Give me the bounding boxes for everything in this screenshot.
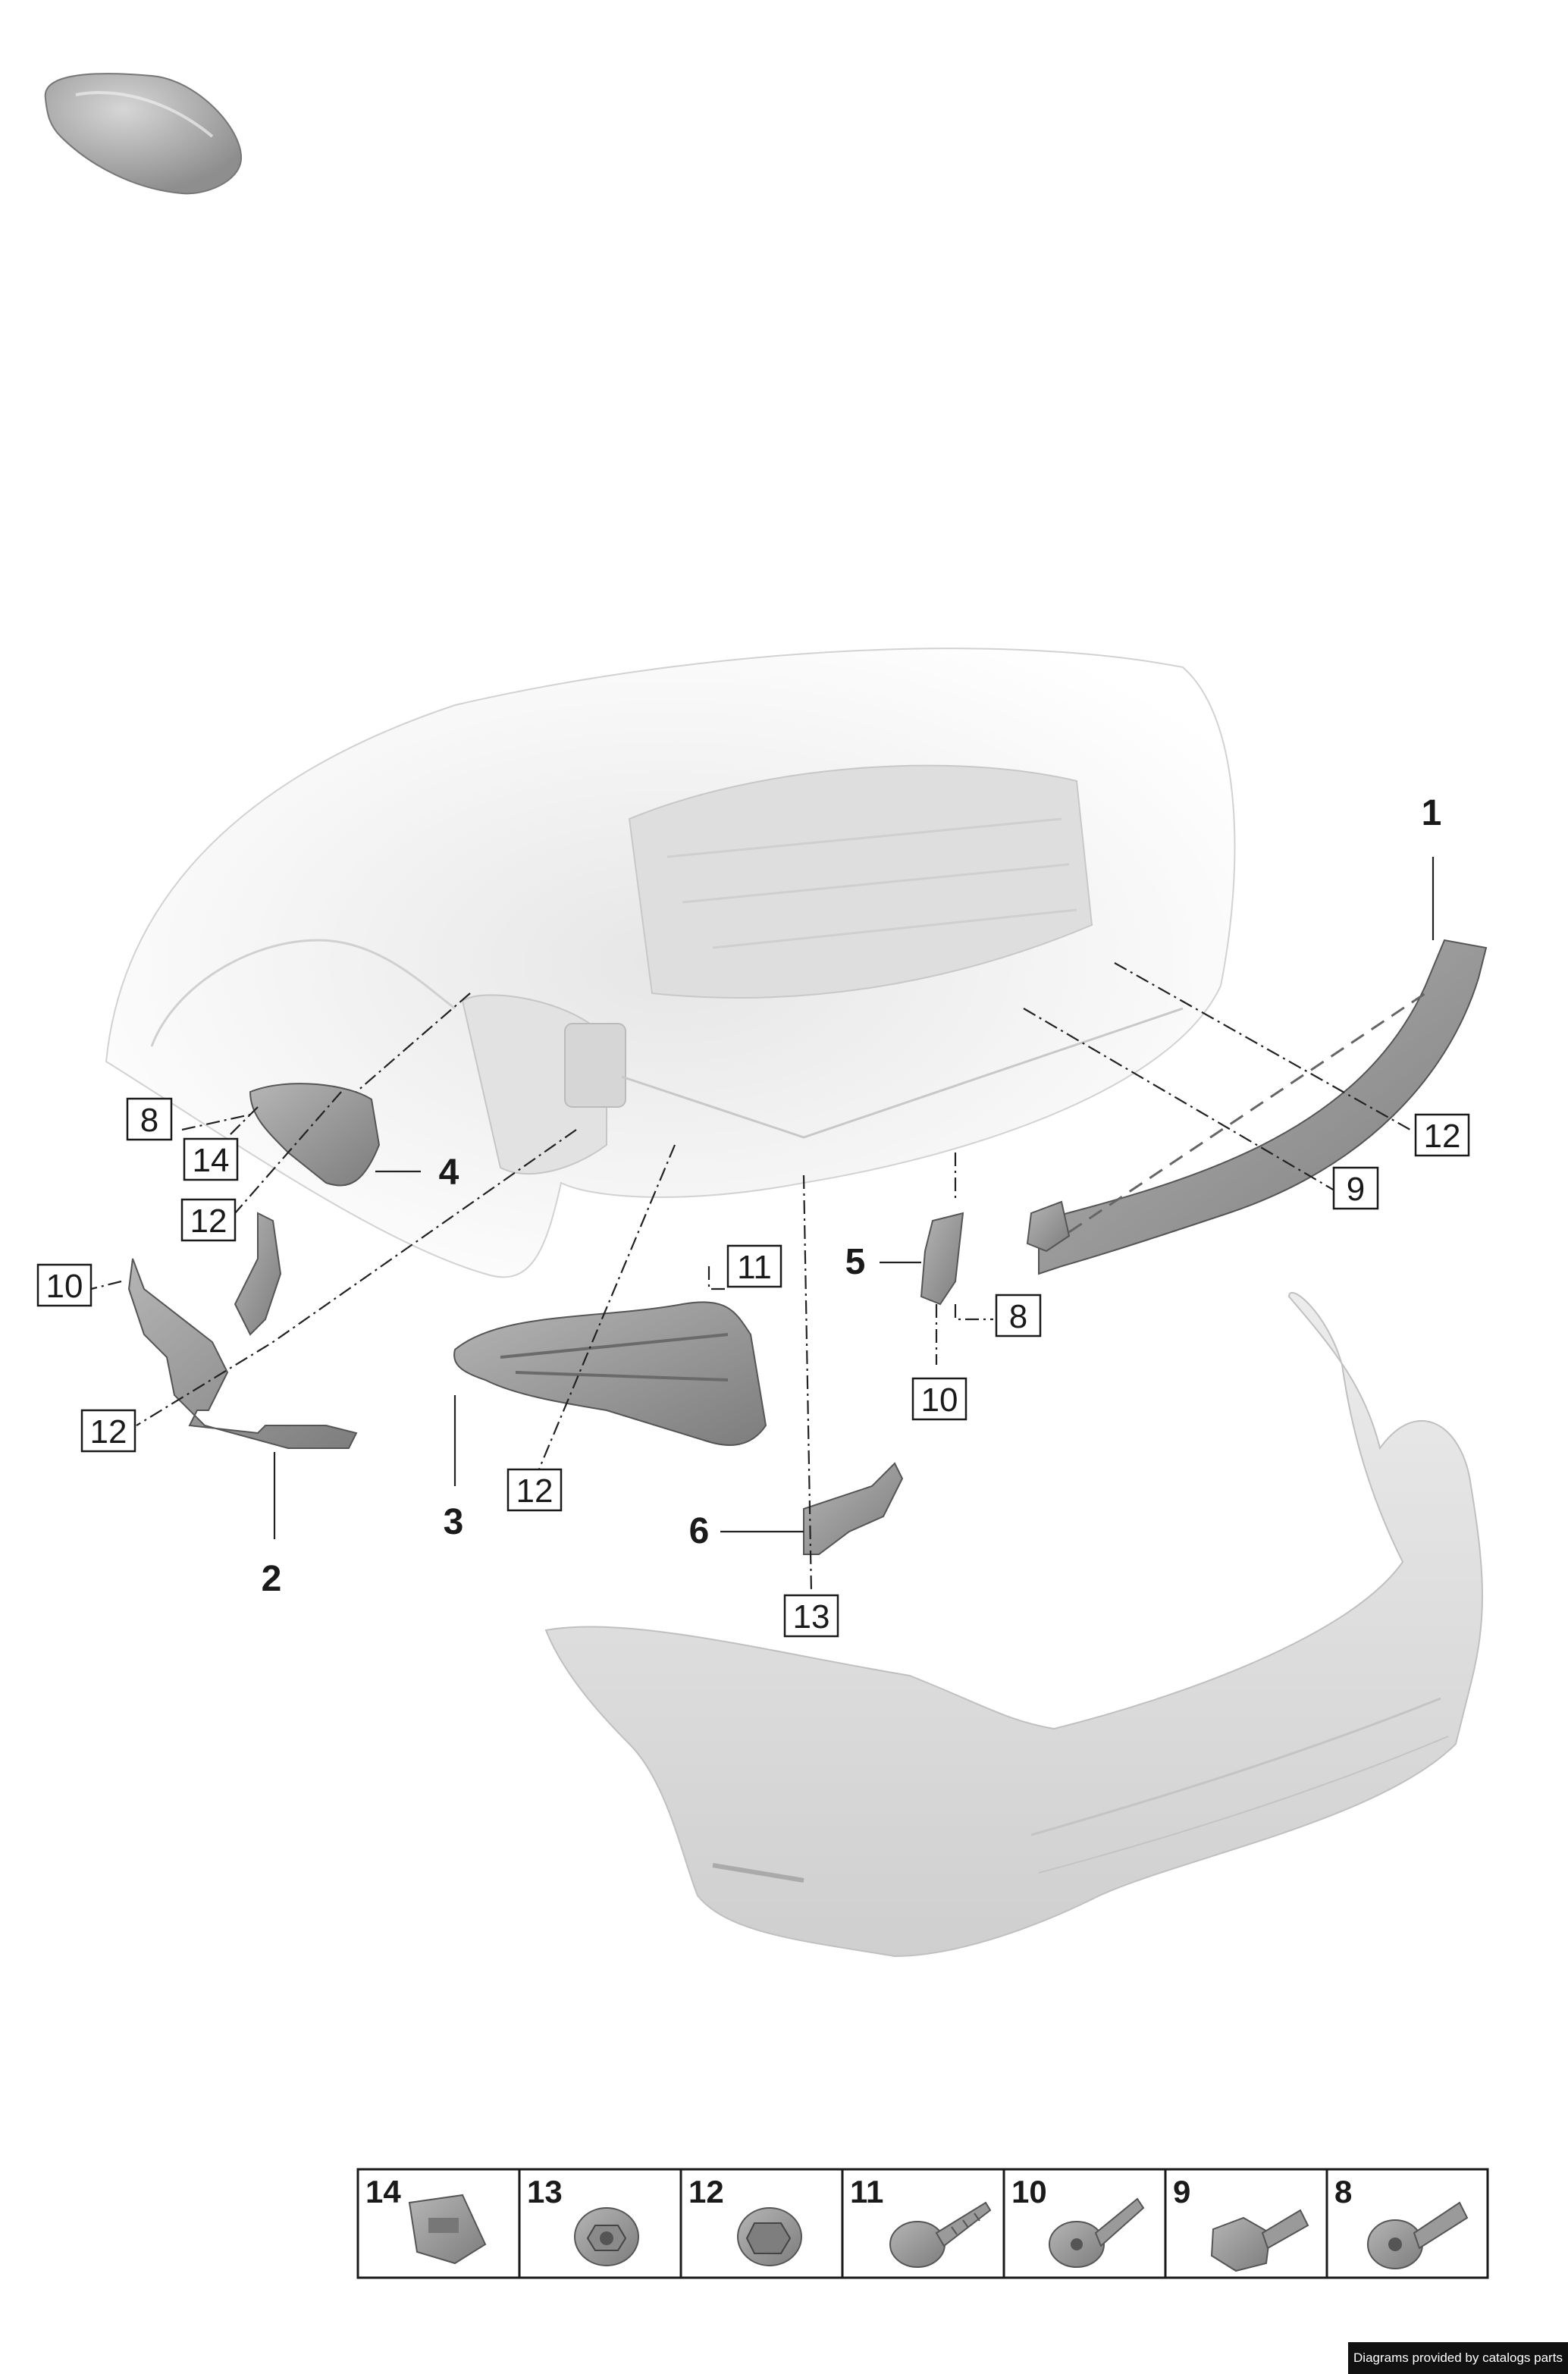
part-4-guide-bracket xyxy=(249,1083,381,1187)
ref-box-13: 13 xyxy=(783,1594,839,1638)
legend-cell-8: 8 xyxy=(1334,2174,1469,2269)
svg-text:12: 12 xyxy=(688,2174,724,2209)
callout-part-4: 4 xyxy=(439,1153,459,1193)
part-9-bracket xyxy=(1026,1200,1071,1253)
fastener-legend: 14 13 12 11 xyxy=(356,2168,1489,2279)
svg-text:9: 9 xyxy=(1173,2174,1190,2209)
tapping-screw-icon xyxy=(889,2201,992,2268)
ref-box-12-left-lower: 12 xyxy=(80,1409,136,1453)
rear-body-structure xyxy=(105,648,1236,1278)
hex-bolt-icon xyxy=(1210,2209,1309,2272)
leader-lines xyxy=(90,857,1435,1593)
ref-box-8-left: 8 xyxy=(126,1097,173,1141)
legend-cell-13: 13 xyxy=(527,2174,639,2266)
ref-box-11: 11 xyxy=(726,1244,782,1288)
svg-text:9: 9 xyxy=(1347,1171,1365,1208)
ref-box-12-right: 12 xyxy=(1414,1113,1470,1157)
svg-text:8: 8 xyxy=(1334,2174,1352,2209)
svg-text:13: 13 xyxy=(527,2174,563,2209)
svg-text:10: 10 xyxy=(46,1268,83,1305)
legend-cell-10: 10 xyxy=(1011,2174,1145,2268)
svg-text:13: 13 xyxy=(793,1598,830,1635)
rear-bumper-cover xyxy=(544,1291,1483,1958)
svg-text:8: 8 xyxy=(140,1102,158,1139)
svg-text:11: 11 xyxy=(850,2174,883,2209)
callout-part-6: 6 xyxy=(689,1511,710,1551)
torx-bolt-icon xyxy=(1367,2201,1469,2269)
part-6-bracket xyxy=(803,1462,904,1555)
svg-text:10: 10 xyxy=(921,1381,958,1419)
ref-box-14: 14 xyxy=(183,1137,239,1181)
svg-text:11: 11 xyxy=(737,1249,772,1286)
callout-part-5: 5 xyxy=(845,1242,866,1282)
credit-label: Diagrams provided by catalogs parts xyxy=(1348,2342,1568,2374)
ref-box-10-left: 10 xyxy=(36,1263,93,1307)
clip-nut-icon xyxy=(408,2194,487,2265)
svg-text:8: 8 xyxy=(1009,1298,1027,1335)
ref-box-12-left-upper: 12 xyxy=(180,1198,237,1242)
svg-text:14: 14 xyxy=(365,2174,401,2209)
svg-text:14: 14 xyxy=(193,1142,230,1179)
callout-part-3: 3 xyxy=(444,1502,464,1542)
flange-nut-icon xyxy=(574,2207,639,2266)
part-3-lower-bracket xyxy=(453,1301,767,1446)
svg-text:12: 12 xyxy=(90,1413,127,1450)
ref-box-8-right: 8 xyxy=(995,1294,1042,1338)
part-1-upper-carrier xyxy=(1038,939,1488,1275)
ref-box-12-center: 12 xyxy=(506,1468,563,1512)
torx-screw-icon xyxy=(1049,2197,1145,2268)
ref-box-10-right: 10 xyxy=(911,1377,967,1421)
svg-text:12: 12 xyxy=(190,1203,227,1240)
legend-cell-12: 12 xyxy=(688,2174,802,2266)
car-thumbnail-icon xyxy=(44,73,243,195)
part-5-bracket xyxy=(920,1212,964,1306)
svg-text:12: 12 xyxy=(1424,1118,1461,1155)
hex-flange-nut-icon xyxy=(737,2207,802,2266)
ref-box-9: 9 xyxy=(1332,1166,1379,1210)
legend-cell-11: 11 xyxy=(850,2174,992,2268)
svg-text:12: 12 xyxy=(516,1472,554,1510)
callout-part-2: 2 xyxy=(262,1559,282,1599)
part-2-left-bracket xyxy=(127,1212,358,1449)
legend-cell-9: 9 xyxy=(1173,2174,1309,2272)
svg-text:10: 10 xyxy=(1011,2174,1047,2209)
legend-cell-14: 14 xyxy=(365,2174,487,2265)
callout-part-1: 1 xyxy=(1422,793,1442,833)
